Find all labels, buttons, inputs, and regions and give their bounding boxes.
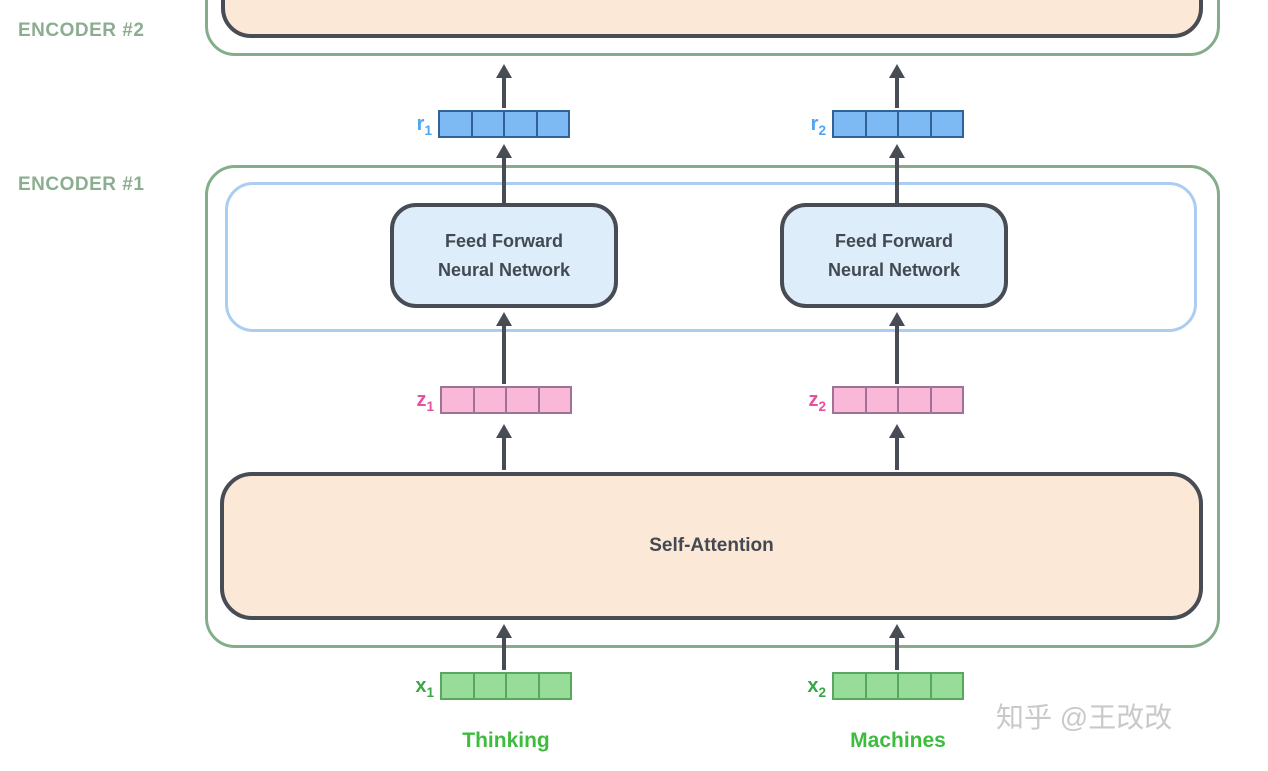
vector-cell	[864, 674, 898, 698]
feed-forward-line2: Neural Network	[437, 259, 571, 280]
vector-cell	[537, 674, 571, 698]
vector-cell	[472, 674, 506, 698]
feed-forward-box-1-label: Feed Forward Neural Network	[438, 227, 570, 285]
vector-z2: z2	[808, 386, 964, 414]
vector-r1-cells	[438, 110, 570, 138]
vector-cell	[929, 388, 963, 412]
vector-cell	[929, 674, 963, 698]
feed-forward-line2: Neural Network	[827, 259, 961, 280]
vector-cell	[834, 112, 865, 136]
encoder-2-self-attention-box	[221, 0, 1203, 38]
vector-cell	[505, 674, 538, 698]
zhihu-watermark: 知乎 @王改改	[996, 702, 1173, 733]
arrow-up-x1-to-attention	[496, 624, 512, 670]
encoder-1-label: ENCODER #1	[18, 174, 145, 195]
arrow-up-attention-to-z2	[889, 424, 905, 470]
vector-cell	[864, 388, 898, 412]
self-attention-label: Self-Attention	[649, 535, 774, 556]
vector-z1: z1	[416, 386, 572, 414]
vector-x2-label: x2	[807, 675, 826, 700]
vector-z2-label: z2	[808, 389, 826, 414]
vector-z1-cells	[440, 386, 572, 414]
arrow-up-r2-to-encoder2	[889, 64, 905, 108]
self-attention-box: Self-Attention	[220, 472, 1203, 620]
vector-x1-cells	[440, 672, 572, 700]
arrow-up-r1-to-encoder2	[496, 64, 512, 108]
arrow-up-ffnn2-to-r2	[889, 144, 905, 203]
input-word-machines: Machines	[850, 729, 946, 752]
vector-cell	[470, 112, 504, 136]
input-word-thinking: Thinking	[462, 729, 550, 752]
arrow-up-ffnn1-to-r1	[496, 144, 512, 203]
vector-cell	[537, 388, 571, 412]
arrow-up-x2-to-attention	[889, 624, 905, 670]
vector-x2-cells	[832, 672, 964, 700]
feed-forward-layer-outline	[225, 182, 1197, 332]
vector-cell	[472, 388, 506, 412]
vector-r2-cells	[832, 110, 964, 138]
vector-x1-label: x1	[415, 675, 434, 700]
vector-r2: r2	[811, 110, 964, 138]
vector-r1-label: r1	[416, 113, 432, 138]
vector-cell	[503, 112, 536, 136]
vector-z1-label: z1	[416, 389, 434, 414]
vector-cell	[505, 388, 538, 412]
vector-cell	[442, 388, 473, 412]
vector-cell	[897, 388, 930, 412]
vector-cell	[864, 112, 898, 136]
vector-cell	[440, 112, 471, 136]
vector-cell	[834, 388, 865, 412]
vector-r1: r1	[417, 110, 570, 138]
vector-x2: x2	[807, 672, 964, 700]
vector-x1: x1	[415, 672, 572, 700]
arrow-up-attention-to-z1	[496, 424, 512, 470]
feed-forward-box-2-label: Feed Forward Neural Network	[828, 227, 960, 285]
vector-cell	[535, 112, 569, 136]
arrow-up-z1-to-ffnn1	[496, 312, 512, 384]
arrow-up-z2-to-ffnn2	[889, 312, 905, 384]
vector-cell	[834, 674, 865, 698]
vector-cell	[929, 112, 963, 136]
feed-forward-line1: Feed Forward	[834, 230, 953, 251]
vector-z2-cells	[832, 386, 964, 414]
vector-cell	[442, 674, 473, 698]
feed-forward-line1: Feed Forward	[444, 230, 563, 251]
vector-cell	[897, 674, 930, 698]
feed-forward-box-2: Feed Forward Neural Network	[780, 203, 1008, 308]
vector-r2-label: r2	[810, 113, 826, 138]
vector-cell	[897, 112, 930, 136]
feed-forward-box-1: Feed Forward Neural Network	[390, 203, 618, 308]
encoder-2-label: ENCODER #2	[18, 20, 145, 41]
